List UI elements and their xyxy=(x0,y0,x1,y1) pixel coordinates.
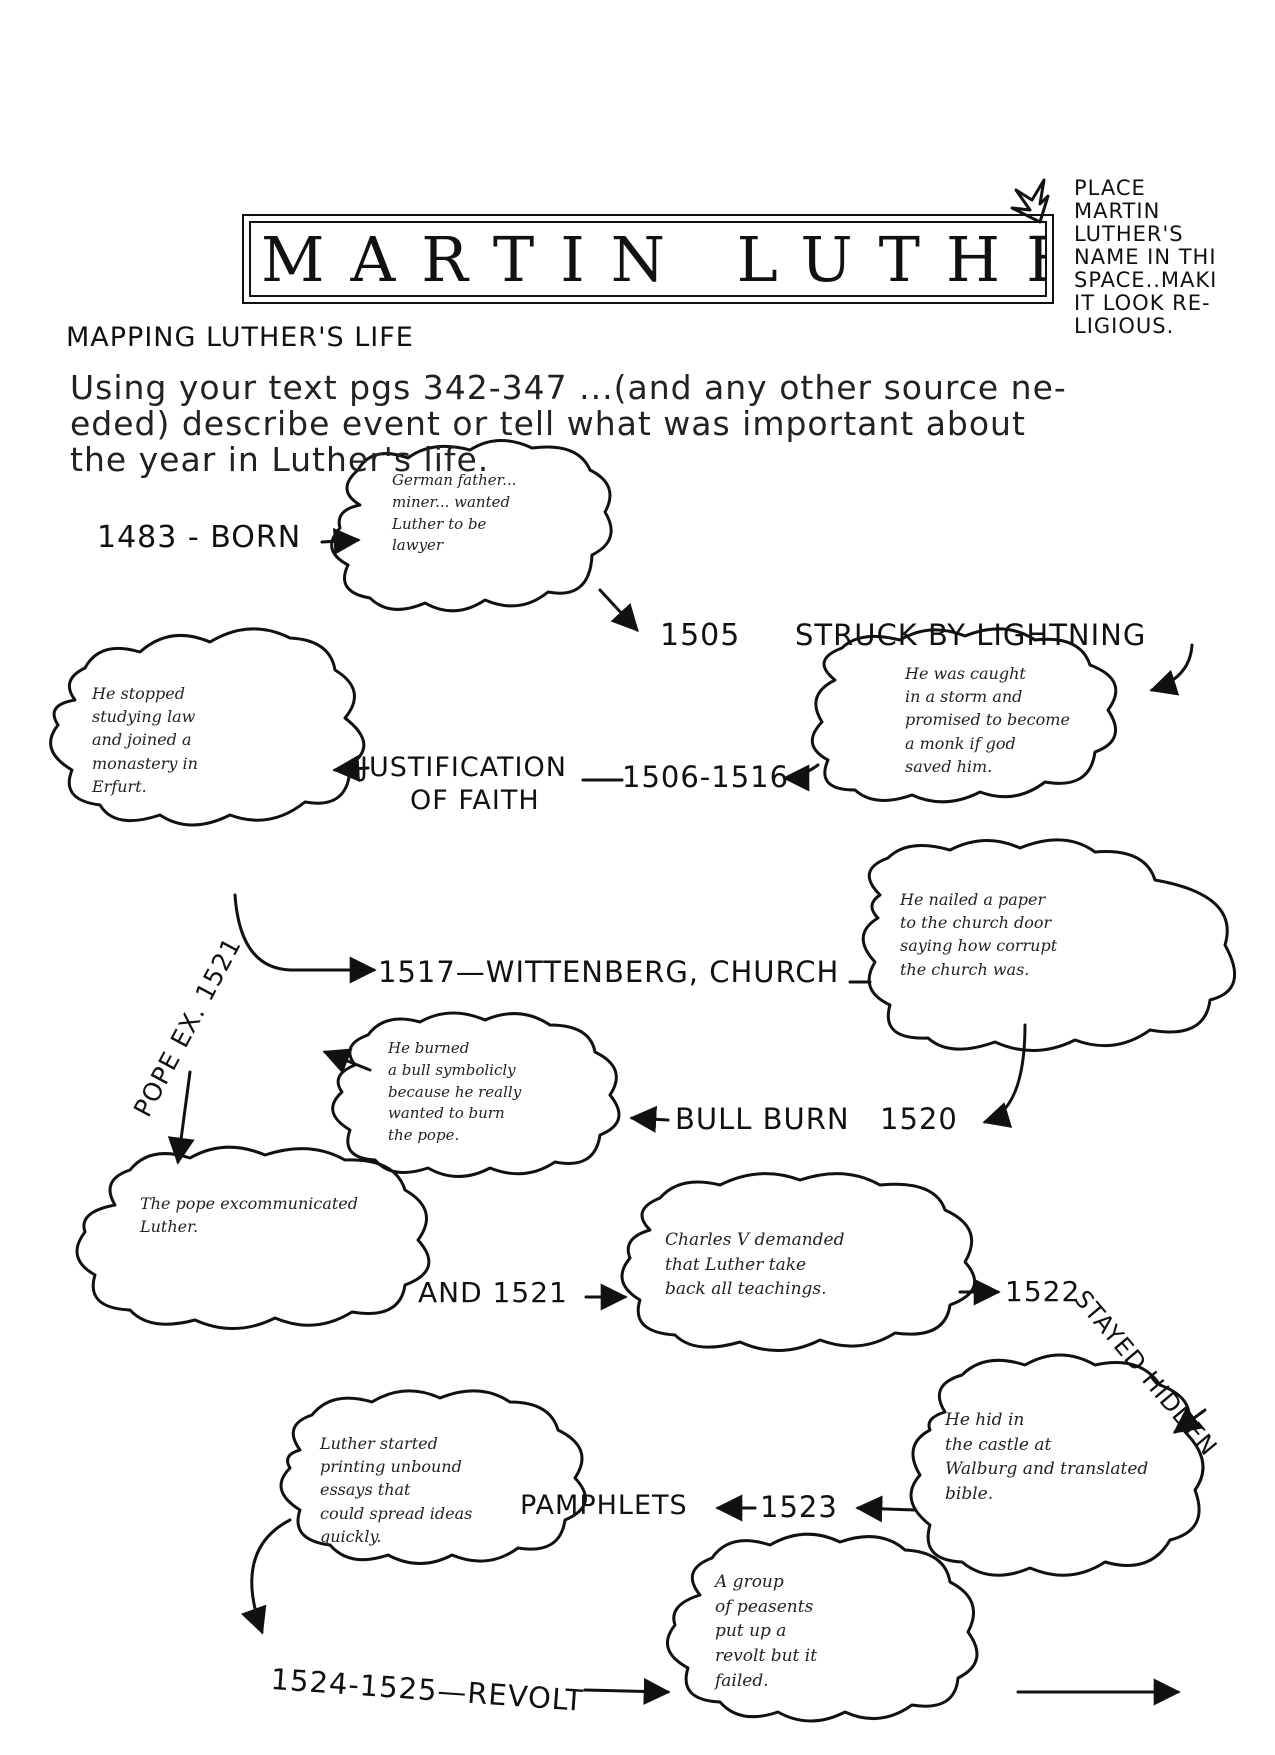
event-1517-wittenberg: 1517—WITTENBERG, CHURCH xyxy=(378,955,840,989)
arrow-printing-to-revolt xyxy=(240,1518,292,1635)
cloud-church xyxy=(861,838,1236,1052)
arrow-hidden-to-castle xyxy=(1172,1406,1207,1434)
arrow-cloud-to-1505 xyxy=(598,588,639,632)
event-justification-line-2: OF FAITH xyxy=(410,785,540,816)
arrow-church-cloud-to-1520 xyxy=(982,1023,1027,1128)
event-justification-line-1: JUSTIFICATION xyxy=(360,752,567,783)
arrow-born-to-cloud xyxy=(320,527,361,555)
cloud-excommunicated xyxy=(75,1145,431,1330)
arrow-monastery-to-1517 xyxy=(233,893,377,984)
note-printing: Luther started printing unbound essays t… xyxy=(320,1434,473,1546)
note-excommunicated: The pope excommunicated Luther. xyxy=(140,1194,358,1237)
event-struck-lightning: STRUCK BY LIGHTNING xyxy=(795,618,1147,652)
event-1506-1516: 1506-1516 xyxy=(622,760,790,794)
event-bull-burn: BULL BURN xyxy=(675,1102,850,1136)
event-born: 1483 - BORN xyxy=(97,520,302,555)
cloud-born xyxy=(330,438,613,613)
cloud-printing xyxy=(279,1389,587,1565)
note-peasants: A group of peasents put up a revolt but … xyxy=(715,1572,818,1691)
page-heading: MAPPING LUTHER'S LIFE xyxy=(66,322,414,353)
event-1520: 1520 xyxy=(880,1102,958,1136)
event-1505-year: 1505 xyxy=(660,618,741,653)
event-1522: 1522 xyxy=(1005,1275,1081,1308)
intro-line-3: the year in Luther's life. xyxy=(70,440,490,479)
pointer-arrow-icon xyxy=(1010,178,1050,224)
note-church-door: He nailed a paper to the church door say… xyxy=(900,890,1058,979)
cloud-lightning xyxy=(811,627,1118,804)
intro-line-2: eded) describe event or tell what was im… xyxy=(70,404,1026,443)
name-title-box: MARTIN LUTHER xyxy=(242,214,1054,304)
note-born: German father... miner... wanted Luther … xyxy=(392,471,517,555)
note-bull: He burned a bull symbolicly because he r… xyxy=(388,1039,522,1144)
note-castle: He hid in the castle at Walburg and tran… xyxy=(945,1410,1149,1504)
arrow-lightning-to-cloud xyxy=(1149,643,1194,696)
intro-text: Using your text pgs 342-347 ...(and any … xyxy=(70,370,1067,478)
arrow-bull-to-pope xyxy=(322,1048,372,1074)
martin-luther-name: MARTIN LUTHER xyxy=(249,221,1047,297)
arrow-revolt-to-peasants xyxy=(583,1677,671,1705)
cloud-bull xyxy=(331,1011,621,1178)
instruction-note: PLACE MARTIN LUTHER'S NAME IN THI SPACE.… xyxy=(1074,176,1218,338)
note-lightning: He was caught in a storm and promised to… xyxy=(905,664,1070,776)
note-charles: Charles V demanded that Luther take back… xyxy=(665,1230,845,1300)
arrow-castle-to-1523 xyxy=(855,1495,917,1523)
note-monastery: He stopped studying law and joined a mon… xyxy=(92,684,198,796)
arrow-1520-to-bull xyxy=(629,1105,670,1133)
cloud-charles xyxy=(620,1172,976,1352)
event-1523: 1523 xyxy=(760,1490,838,1524)
event-pamphlets: PAMPHLETS xyxy=(520,1490,688,1521)
arrow-justification-to-monastery xyxy=(332,755,370,783)
intro-line-1: Using your text pgs 342-347 ...(and any … xyxy=(70,368,1067,407)
arrow-cloud-to-1506 xyxy=(782,763,820,792)
arrow-pope-to-excommunicated xyxy=(167,1070,195,1165)
cloud-castle xyxy=(909,1353,1205,1577)
cloud-peasants xyxy=(665,1532,979,1723)
event-and-1521: AND 1521 xyxy=(418,1276,568,1309)
